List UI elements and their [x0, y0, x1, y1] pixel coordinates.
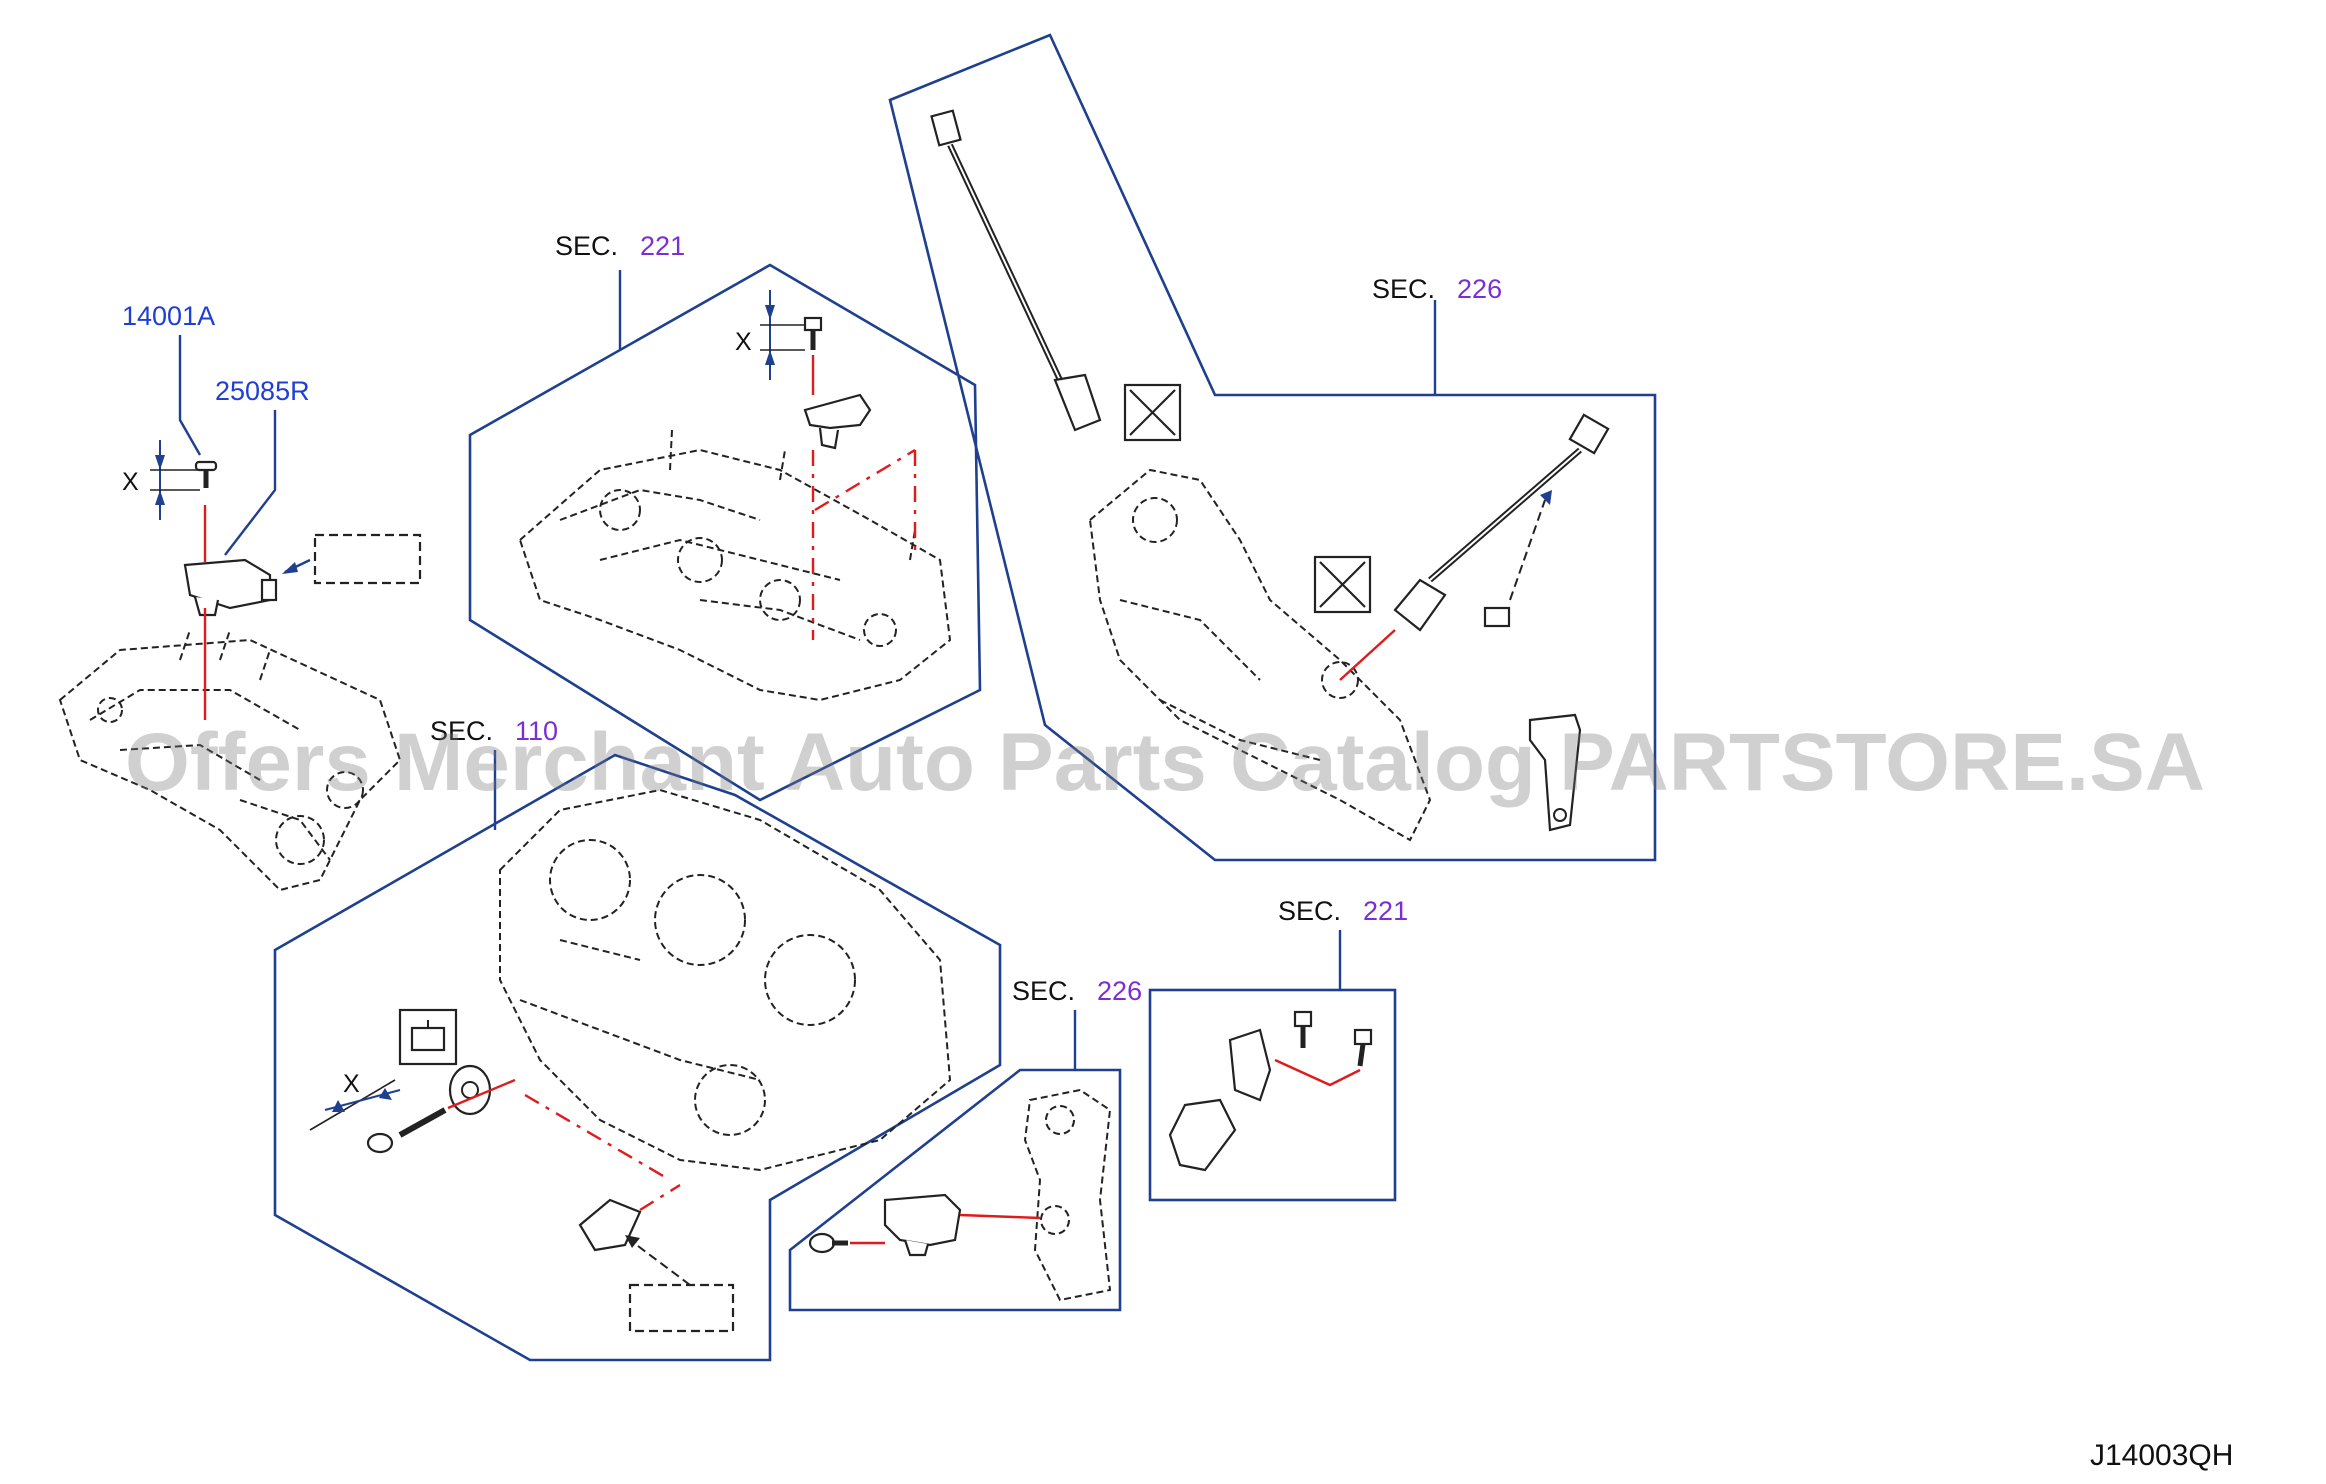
panel-sec-221-top	[468, 263, 982, 802]
reference-box-sec-110	[628, 1283, 735, 1333]
bolts-sec-221-bottom-drawing	[1293, 1010, 1373, 1067]
torque-mark-3: X	[309, 1070, 401, 1131]
cylinder-head-drawing	[518, 429, 952, 702]
panel-sec-226-top	[888, 33, 1657, 862]
leader-25085r	[224, 410, 277, 556]
torque-mark-1: X	[122, 440, 200, 520]
red-dash-cam-1	[814, 448, 916, 512]
o2-sensor-upper-drawing	[930, 109, 1102, 432]
screw-14001a-drawing	[194, 460, 218, 488]
panel-sec-110	[273, 753, 1002, 1362]
sec-226-bottom-label: SEC.226	[1012, 976, 1142, 1006]
leader-14001a	[178, 335, 202, 456]
watermark: Offers Merchant Auto Parts Catalog PARTS…	[125, 717, 2205, 808]
red-leader-o2-lower	[1339, 629, 1396, 681]
panel-sec-226-bottom	[788, 1068, 1122, 1312]
part-number-25085r[interactable]: 25085R	[215, 376, 310, 406]
no-reuse-icon-2	[1313, 555, 1372, 614]
knock-sensor-drawing	[448, 1064, 492, 1116]
bracket-drawing	[1528, 713, 1582, 832]
knock-bolt-drawing	[366, 1107, 447, 1154]
sec-110-label: SEC.110	[430, 716, 558, 746]
dashed-arrow-clip	[1509, 499, 1546, 601]
torque-mark-2: X	[735, 290, 805, 380]
red-dash-block-1	[524, 1093, 671, 1182]
intake-duct-drawing	[1023, 1088, 1112, 1302]
torque-label-3: X	[343, 1070, 360, 1098]
dashed-arrow-switch	[629, 1239, 691, 1286]
service-icon	[398, 1008, 458, 1066]
sec-221-bottom-label: SEC.221	[1278, 896, 1408, 926]
red-leader-knock	[447, 1078, 516, 1110]
red-leader-map-duct	[959, 1213, 1041, 1220]
panel-sec-221-bottom	[1148, 988, 1397, 1202]
torque-label-1: X	[122, 468, 139, 496]
diagram-code: J14003QH	[2090, 1439, 2233, 1472]
no-reuse-icon-1	[1123, 383, 1182, 442]
cam-sensor-drawing	[803, 393, 872, 450]
sec-226-top-label: SEC.226	[1372, 274, 1502, 304]
reference-box-top-left	[313, 533, 422, 585]
map-sensor-drawing	[883, 1193, 962, 1257]
o2-sensor-lower-drawing	[1393, 413, 1610, 632]
intake-manifold-drawing	[58, 629, 402, 892]
cylinder-block-drawing	[499, 788, 952, 1172]
bolt-sec-221-top-drawing	[803, 316, 823, 350]
red-dash-block-2	[639, 1183, 681, 1212]
boost-sensor-drawing	[183, 558, 278, 617]
bolt-sec-226-bottom-drawing	[808, 1232, 848, 1254]
oil-pressure-switch-drawing	[578, 1198, 642, 1252]
red-leader-coil-bolts	[1274, 1058, 1361, 1087]
clip-drawing	[1483, 606, 1511, 628]
exhaust-manifold-drawing	[1088, 468, 1432, 842]
torque-label-2: X	[735, 328, 752, 356]
part-number-14001a[interactable]: 14001A	[122, 301, 215, 331]
sec-221-top-label: SEC.221	[555, 231, 685, 261]
ignition-coil-drawing	[1168, 1028, 1272, 1172]
